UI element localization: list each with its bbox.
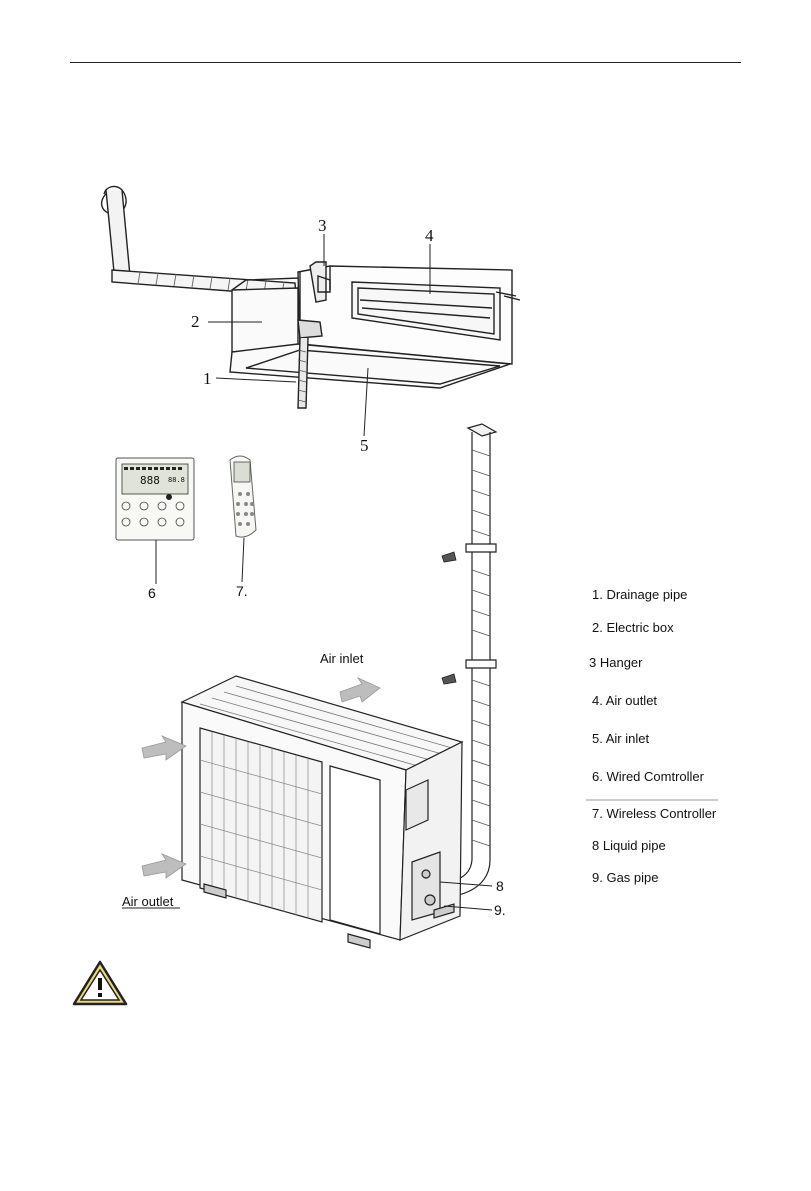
wired-controller-display-right: 88.8	[168, 476, 185, 484]
legend-item-air-inlet: 5. Air inlet	[592, 731, 649, 746]
callout-4: 4	[425, 226, 434, 246]
legend-item-wireless-controller: 7. Wireless Controller	[592, 806, 716, 821]
callout-8: 8	[496, 878, 504, 894]
legend-item-wired-controller: 6. Wired Comtroller	[592, 769, 704, 784]
warning-triangle-icon	[74, 962, 126, 1004]
legend-item-liquid-pipe: 8 Liquid pipe	[592, 838, 666, 853]
callout-1: 1	[203, 369, 212, 389]
legend-item-hanger: 3 Hanger	[589, 655, 642, 670]
legend-item-drainage-pipe: 1. Drainage pipe	[592, 587, 687, 602]
callout-7: 7.	[236, 583, 248, 599]
callout-5: 5	[360, 436, 369, 456]
legend-item-air-outlet: 4. Air outlet	[592, 693, 657, 708]
outdoor-unit	[182, 676, 462, 948]
callout-6: 6	[148, 585, 156, 601]
wall-screws	[442, 552, 456, 684]
wireless-controller	[230, 456, 256, 582]
air-inlet-label: Air inlet	[320, 651, 363, 666]
legend-item-gas-pipe: 9. Gas pipe	[592, 870, 659, 885]
callout-2: 2	[191, 312, 200, 332]
legend-item-electric-box: 2. Electric box	[592, 620, 674, 635]
callout-9: 9.	[494, 902, 506, 918]
wired-controller-display: 888	[140, 474, 160, 487]
air-outlet-label: Air outlet	[122, 894, 173, 909]
callout-3: 3	[318, 216, 327, 236]
indoor-unit	[102, 187, 520, 408]
